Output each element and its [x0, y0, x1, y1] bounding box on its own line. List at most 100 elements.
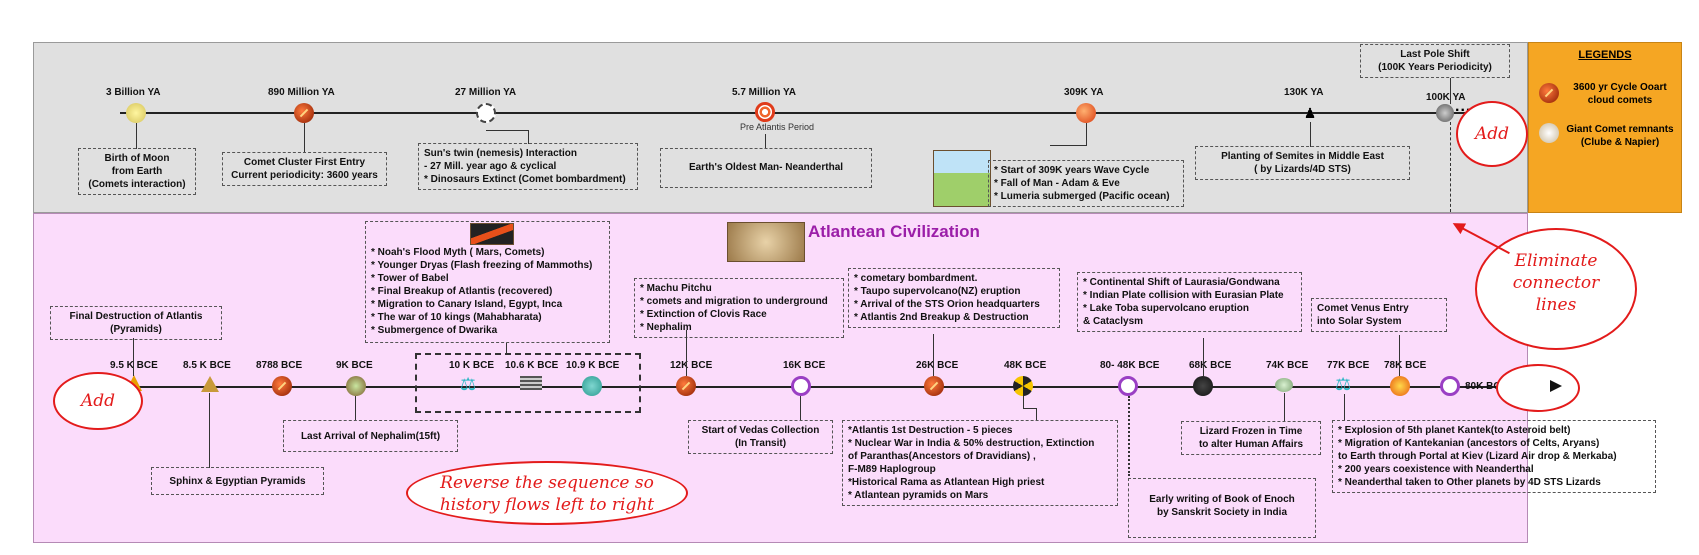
- connector: [1399, 335, 1400, 376]
- target-icon: [755, 102, 775, 122]
- pre-atlantis-label: Pre Atlantis Period: [740, 122, 815, 132]
- alien-icon: [1275, 378, 1293, 392]
- purple-circle-icon: [791, 376, 811, 396]
- bottom-date-68k: 68K BCE: [1189, 360, 1232, 371]
- nuclear-icon: [1013, 376, 1033, 396]
- connector: [686, 330, 687, 376]
- purple-circle-icon: [1118, 376, 1138, 396]
- connector: [1203, 338, 1204, 376]
- comet-icon: [676, 376, 696, 396]
- bottom-date-26k: 26K BCE: [916, 360, 959, 371]
- eliminate-cloud: Eliminate connector lines: [1475, 228, 1637, 350]
- comet-icon: [924, 376, 944, 396]
- box-noahs-flood: * Noah's Flood Myth ( Mars, Comets) * Yo…: [365, 221, 610, 343]
- connector: [800, 396, 801, 420]
- connector: [1050, 145, 1087, 146]
- top-date-27-million: 27 Million YA: [455, 87, 517, 98]
- connector: [933, 334, 934, 376]
- pole-icon: [1436, 104, 1454, 122]
- box-atlantis-1st-destruction: *Atlantis 1st Destruction - 5 pieces * N…: [842, 420, 1118, 506]
- bottom-date-80k: 80K BCE: [1465, 381, 1508, 392]
- earth-icon: [582, 376, 602, 396]
- right-end-cloud: [1496, 364, 1580, 412]
- box-machu-pitchu: * Machu Pitchu * comets and migration to…: [634, 278, 844, 338]
- comet-fire-icon: [1390, 376, 1410, 396]
- bottom-date-74k: 74K BCE: [1266, 360, 1309, 371]
- bottom-date-12k: 12K BCE: [670, 360, 713, 371]
- box-sphinx: Sphinx & Egyptian Pyramids: [151, 467, 324, 495]
- adam-eve-image: [933, 150, 991, 207]
- group-10k-box: [415, 353, 641, 413]
- connector: [1023, 396, 1024, 408]
- box-vedas: Start of Vedas Collection (In Transit): [688, 420, 833, 454]
- bottom-date-16k: 16K BCE: [783, 360, 826, 371]
- reverse-cloud: Reverse the sequence so history flows le…: [406, 461, 688, 525]
- connector: [133, 338, 134, 376]
- box-comet-venus: Comet Venus Entry into Solar System: [1311, 298, 1447, 332]
- legend-panel: LEGENDS 3600 yr Cycle Ooart cloud comets…: [1528, 42, 1682, 213]
- box-309k: * Start of 309K years Wave Cycle * Fall …: [988, 160, 1184, 207]
- box-final-destruction: Final Destruction of Atlantis (Pyramids): [50, 306, 222, 340]
- top-date-890-million: 890 Million YA: [268, 87, 335, 98]
- comet-icon: [294, 103, 314, 123]
- scales-icon: ⚖: [1335, 374, 1352, 394]
- nephalim-icon: [346, 376, 366, 396]
- top-band: [33, 42, 1528, 213]
- box-oldest-man: Earth's Oldest Man- Neanderthal: [660, 148, 872, 188]
- bottom-date-80-48k: 80- 48K BCE: [1100, 360, 1160, 371]
- box-semites: Planting of Semites in Middle East ( by …: [1195, 146, 1410, 180]
- comet-icon: [272, 376, 292, 396]
- box-continental-shift: * Continental Shift of Laurasia/Gondwana…: [1077, 272, 1302, 332]
- bottom-date-48k: 48K BCE: [1004, 360, 1047, 371]
- nemesis-icon: [476, 103, 496, 123]
- connector: [1344, 394, 1345, 420]
- add-cloud-left: Add: [53, 372, 143, 430]
- bottom-date-78k: 78K BCE: [1384, 360, 1427, 371]
- dotted-connector: [1128, 396, 1154, 476]
- bottom-date-8788: 8788 BCE: [256, 360, 303, 371]
- bottom-date-10-6k: 10.6 K BCE: [505, 360, 559, 371]
- box-book-of-enoch: Early writing of Book of Enoch by Sanskr…: [1128, 478, 1316, 538]
- connector: [1036, 408, 1037, 420]
- comet-remnant-icon: [1539, 123, 1559, 143]
- moon-icon: [126, 103, 146, 123]
- box-pole-shift: Last Pole Shift (100K Years Periodicity): [1360, 44, 1510, 78]
- globe-icon: [1193, 376, 1213, 396]
- comet-image: [470, 223, 514, 245]
- legend-item-remnants: Giant Comet remnants (Clube & Napier): [1566, 124, 1674, 148]
- people-icon: ♟: [1303, 105, 1317, 121]
- connector: [1086, 123, 1087, 145]
- bottom-date-10-9k: 10.9 K BCE: [566, 360, 620, 371]
- connector: [528, 130, 529, 144]
- atlantean-title: Atlantean Civilization: [808, 222, 980, 241]
- scales-icon: ⚖: [460, 374, 477, 394]
- top-date-3-billion: 3 Billion YA: [106, 87, 161, 98]
- connector: [209, 393, 210, 468]
- connector: [1450, 122, 1452, 212]
- connector: [506, 343, 507, 355]
- pyramid-icon: [201, 376, 219, 392]
- bottom-timeline-line: [128, 386, 1540, 388]
- box-cometary: * cometary bombardment. * Taupo supervol…: [848, 268, 1060, 328]
- box-comet-cluster: Comet Cluster First Entry Current period…: [222, 152, 387, 186]
- purple-circle-icon: [1440, 376, 1460, 396]
- top-timeline-line: [120, 112, 1480, 114]
- connector: [304, 123, 305, 153]
- box-suns-twin: Sun's twin (nemesis) Interaction - 27 Mi…: [418, 143, 638, 190]
- top-date-309k: 309K YA: [1064, 87, 1104, 98]
- bottom-date-9k: 9K BCE: [336, 360, 373, 371]
- connector: [136, 123, 137, 149]
- connector: [1023, 408, 1036, 409]
- box-nephalim: Last Arrival of Nephalim(15ft): [283, 420, 458, 452]
- bottom-date-8-5k: 8.5 K BCE: [183, 360, 231, 371]
- top-date-100k: 100K YA: [1426, 92, 1466, 103]
- connector: [1310, 122, 1311, 147]
- top-date-130k: 130K YA: [1284, 87, 1324, 98]
- legend-title: LEGENDS: [1578, 49, 1632, 61]
- connector: [1450, 78, 1451, 104]
- atlantis-map-image: [727, 222, 805, 262]
- bottom-timeline-arrow-2: [1550, 380, 1562, 392]
- ark-icon: [520, 376, 542, 390]
- connector: [355, 396, 356, 420]
- connector: [765, 134, 766, 148]
